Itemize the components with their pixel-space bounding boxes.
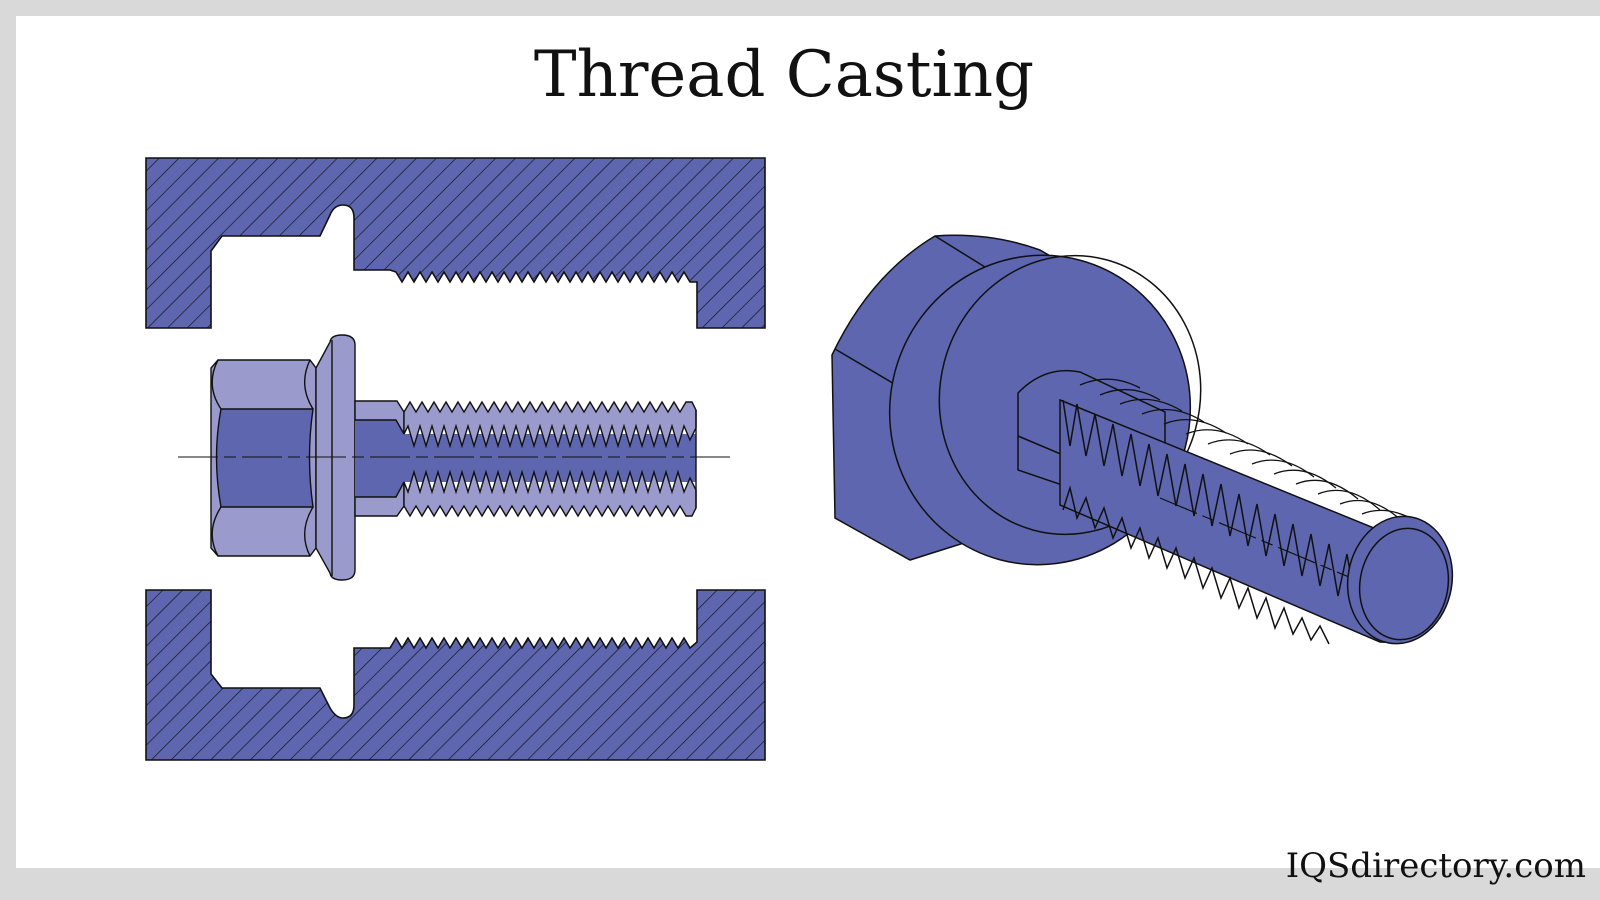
- bolt-threaded-section: [404, 434, 696, 482]
- lower-mold-half: [145, 589, 766, 761]
- bolt-side-view: [210, 334, 697, 581]
- watermark-logo: IQSdirectory.com: [1285, 846, 1586, 886]
- isometric-bolt: [831, 234, 1454, 645]
- upper-mold-half: [145, 157, 766, 329]
- diagram-title: Thread Casting: [533, 38, 1035, 112]
- iso-bolt-tip: [1346, 515, 1454, 645]
